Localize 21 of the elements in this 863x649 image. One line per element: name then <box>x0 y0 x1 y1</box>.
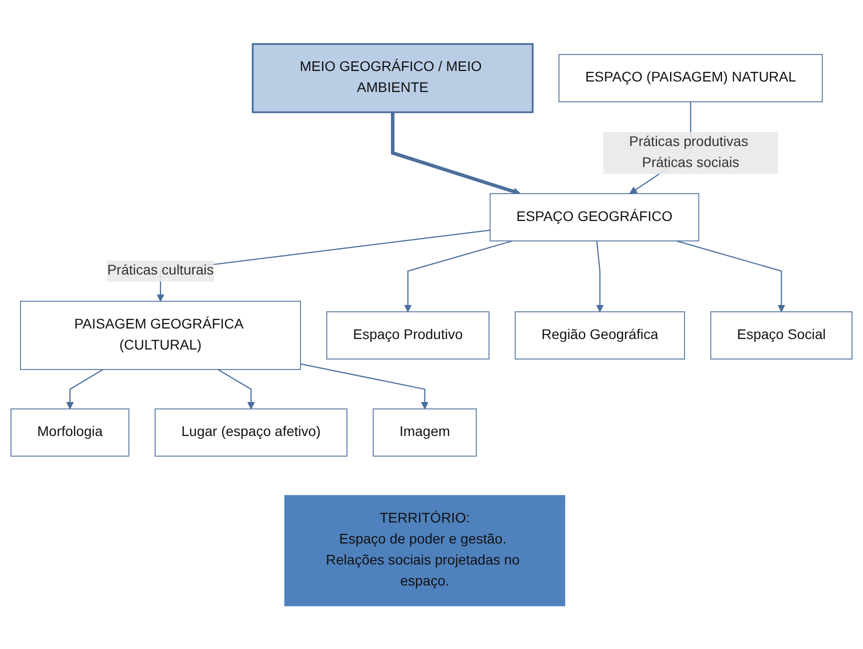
node-box <box>490 192 700 241</box>
arrow <box>676 240 786 312</box>
node-box <box>372 408 477 456</box>
arrow <box>404 240 513 312</box>
arrow <box>596 240 604 312</box>
node-box <box>252 42 534 113</box>
arrow <box>390 112 521 195</box>
arrow <box>300 362 429 409</box>
node-box <box>514 310 685 360</box>
node-box <box>710 310 852 360</box>
node-box <box>20 300 301 370</box>
node-box <box>558 54 823 102</box>
edge-label: Práticas produtivas Práticas sociais <box>629 134 748 170</box>
concept-diagram: Práticas produtivas Práticas sociais Práticas culturais MEIO GEOGRÁFICO / MEIO AMBIENTE ESPAÇO (PAISAGEM) NATURAL ESPAÇO GEOGRÁFICO PAISAGEM GEOGRÁFICA (CULTURAL) Espaço Produtivo Região Geográfica Espaço Social Morfologia Lugar (espaço afetivo) Imagem TERRITÓRIO: Espaço de poder e gestão. Relações sociais projetadas no espaço. <box>4 36 859 612</box>
arrow <box>218 368 255 409</box>
edge-label: Práticas culturais <box>107 262 214 278</box>
node-box <box>326 310 490 360</box>
node-box <box>154 408 348 456</box>
node-box <box>10 408 130 456</box>
arrow <box>66 368 104 409</box>
node-box <box>284 494 566 606</box>
